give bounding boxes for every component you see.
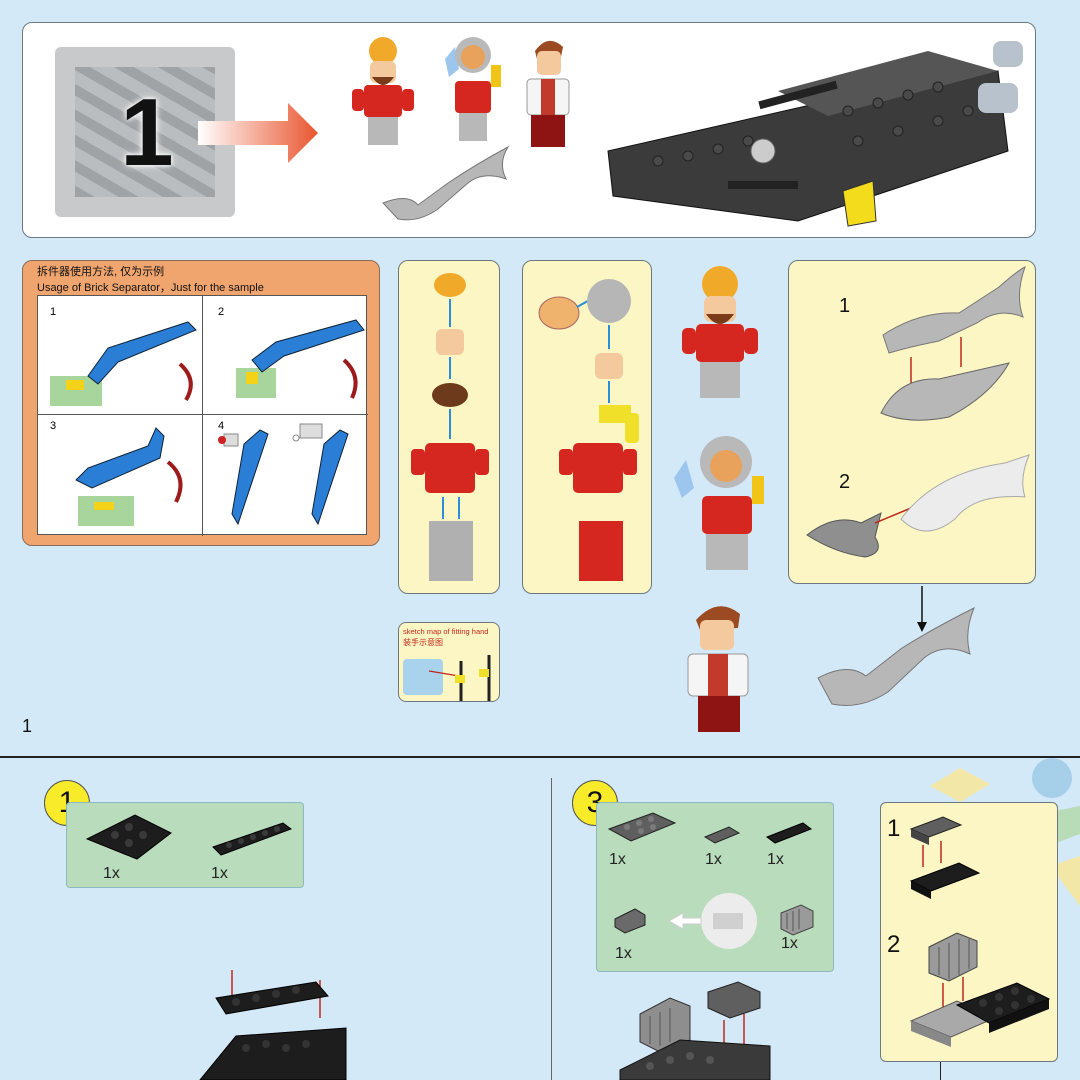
step3-model-icon bbox=[619, 981, 771, 1080]
shark-top-part-icon bbox=[880, 265, 1026, 421]
part-quantity: 1x bbox=[705, 851, 722, 868]
part-brick-1x2-gray-icon bbox=[614, 908, 646, 934]
separator-grid: 1 2 3 4 bbox=[37, 295, 368, 536]
arrow-right-icon bbox=[198, 103, 318, 163]
part-grille-brick-icon bbox=[780, 904, 814, 936]
part-lookup-arrow-icon bbox=[667, 893, 757, 949]
column-divider bbox=[551, 778, 552, 1080]
substep1-parts-icon bbox=[909, 816, 981, 899]
separator-tool-icon bbox=[75, 427, 183, 526]
shark-step-number: 1 bbox=[839, 295, 851, 317]
substep2-parts-icon bbox=[909, 932, 1051, 1047]
part-quantity: 1x bbox=[781, 935, 798, 952]
step1-model-icon bbox=[199, 970, 347, 1080]
minifig-diver-icon bbox=[674, 436, 764, 570]
minifig-bearded-icon bbox=[682, 266, 758, 398]
part-plate-1x2-gray-icon bbox=[703, 826, 741, 844]
bag-contents bbox=[75, 67, 215, 197]
part-quantity: 1x bbox=[103, 865, 120, 882]
overview-panel: 1 bbox=[22, 22, 1036, 238]
step3-parts-box: 1x 1x 1x 1x 1x bbox=[596, 802, 834, 972]
separator-tool-icon bbox=[218, 423, 349, 526]
minifig-exploded-icon bbox=[411, 273, 489, 581]
separator-tool-icon bbox=[236, 319, 365, 399]
step3-substeps-panel: 1 2 bbox=[880, 802, 1058, 1062]
shark-head-part-icon bbox=[806, 454, 1030, 558]
minifig-assembly-panel bbox=[398, 260, 500, 594]
part-wedge-plate-icon bbox=[85, 814, 172, 860]
hammerhead-shark-icon bbox=[382, 145, 510, 221]
brick-separator-panel: 拆件器使用方法, 仅为示例 Usage of Brick Separator，J… bbox=[22, 260, 380, 546]
hand-sketch-box: sketch map of fitting hand 装手示意图 bbox=[398, 622, 500, 702]
part-quantity: 1x bbox=[211, 865, 228, 882]
part-plate-1x3-black-icon bbox=[765, 822, 813, 844]
part-plate-2x4-gray-icon bbox=[607, 812, 677, 842]
separator-step-label: 1 bbox=[50, 306, 57, 318]
substep-number: 2 bbox=[887, 931, 901, 958]
page-number: 1 bbox=[22, 716, 33, 736]
page-divider bbox=[0, 756, 1080, 758]
shark-build-panel: 1 2 bbox=[788, 260, 1036, 584]
down-arrow-icon bbox=[917, 586, 927, 632]
minifig-scientist-icon bbox=[687, 606, 749, 732]
separator-tool-icon bbox=[50, 321, 197, 406]
part-plate-1x6-icon bbox=[212, 822, 293, 856]
minifig-exploded-icon bbox=[538, 279, 639, 581]
part-quantity: 1x bbox=[767, 851, 784, 868]
vehicle-base-icon bbox=[607, 41, 1023, 227]
separator-step-label: 3 bbox=[50, 420, 57, 432]
hand-sketch-label-cn: 装手示意图 bbox=[403, 638, 443, 647]
hand-fitting-icon bbox=[403, 655, 491, 701]
part-quantity: 1x bbox=[609, 851, 626, 868]
separator-step-label: 2 bbox=[218, 306, 225, 318]
step1-parts-box: 1x 1x bbox=[66, 802, 304, 888]
hand-sketch-label-en: sketch map of fitting hand bbox=[403, 627, 489, 636]
minifig-bearded-icon bbox=[352, 37, 414, 145]
substeps-connector bbox=[940, 1062, 941, 1080]
bag-number: 1 bbox=[120, 79, 174, 186]
separator-title-cn: 拆件器使用方法, 仅为示例 bbox=[37, 266, 165, 278]
part-quantity: 1x bbox=[615, 945, 632, 962]
minifig-scientist-icon bbox=[526, 40, 570, 147]
shark-step-number: 2 bbox=[839, 471, 851, 493]
hammerhead-shark-icon bbox=[817, 606, 975, 706]
minifig-diver-icon bbox=[445, 37, 501, 141]
separator-step-label: 4 bbox=[218, 420, 225, 432]
substep-number: 1 bbox=[887, 815, 901, 842]
separator-title-en: Usage of Brick Separator，Just for the sa… bbox=[37, 282, 264, 294]
minifig-assembly-panel bbox=[522, 260, 652, 594]
